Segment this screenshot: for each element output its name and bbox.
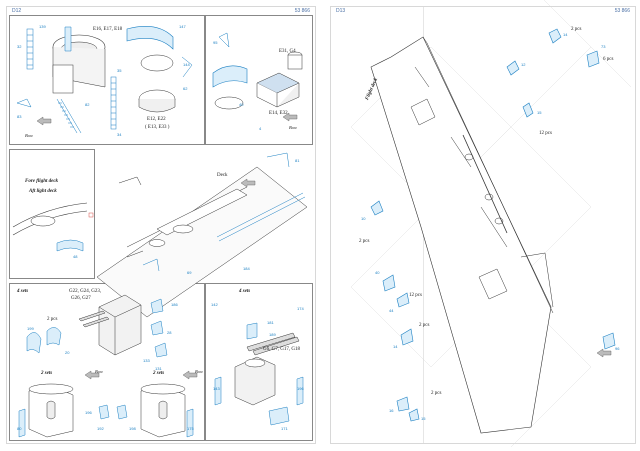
part-number: 82 xyxy=(85,102,90,107)
label-pcs: 6 pcs xyxy=(603,57,614,62)
part-number: 14 xyxy=(393,344,398,349)
part-number: 16 xyxy=(389,408,394,413)
part-number: 15 xyxy=(537,110,542,115)
page-number-left: D12 xyxy=(12,8,22,14)
left-instruction-page: D12 53 866 E16, E17, E18 E12, E22 ( xyxy=(6,6,316,444)
part-number: 181 xyxy=(267,320,274,325)
part-number: 83 xyxy=(17,114,22,119)
part-number: 192 xyxy=(97,426,104,431)
label-4-sets-b: 4 sets xyxy=(239,289,251,294)
part-number: 171 xyxy=(281,426,288,431)
part-number: 198 xyxy=(129,426,136,431)
label-g6: G6, G7, G17, G18 xyxy=(263,347,300,352)
part-number: 28 xyxy=(167,330,172,335)
part-number: 62 xyxy=(183,86,188,91)
kit-number-left: 53 866 xyxy=(294,8,310,14)
secondary-gun-assembly-drawing xyxy=(214,322,304,426)
part-number: 131 xyxy=(155,366,162,371)
bow-label-2: Bow xyxy=(289,125,298,130)
label-pcs: 12 pcs xyxy=(409,293,422,298)
label-g26: G26, G27 xyxy=(71,296,91,301)
gun-turret-assembly-drawing xyxy=(18,294,198,438)
label-pcs: 2 pcs xyxy=(419,323,430,328)
part-number: 174 xyxy=(297,306,304,311)
part-number: 184 xyxy=(243,266,250,271)
top-left-assembly-drawing xyxy=(16,26,193,134)
part-number: 81 xyxy=(295,158,300,163)
part-number: 73 xyxy=(601,44,606,49)
part-number: 96 xyxy=(615,346,620,351)
part-number: 196 xyxy=(297,386,304,391)
right-instruction-page: D13 53 866 xyxy=(330,0,636,448)
part-number: 48 xyxy=(73,254,78,259)
part-number: 147 xyxy=(179,24,186,29)
part-number: 14 xyxy=(563,32,568,37)
part-number: 142 xyxy=(211,302,218,307)
label-fore-flight-deck: Fore flight deck xyxy=(25,179,59,184)
label-e13: ( E13, E33 ) xyxy=(145,125,170,130)
part-number: 199 xyxy=(27,326,34,331)
kit-number-right: 53 866 xyxy=(614,8,630,14)
part-number: 133 xyxy=(143,358,150,363)
part-number: 144 xyxy=(183,62,190,67)
label-e14: E14, E32 xyxy=(269,111,288,116)
page-number-right: D13 xyxy=(336,8,346,14)
bow-label-1: Bow xyxy=(25,133,34,138)
label-pcs: 2 pcs xyxy=(571,27,582,32)
part-number: 189 xyxy=(269,332,276,337)
label-pcs: 12 pcs xyxy=(539,131,552,136)
part-number: 69 xyxy=(187,270,192,275)
part-number: 196 xyxy=(85,410,92,415)
part-number: 12 xyxy=(521,62,526,67)
part-number: 10 xyxy=(361,216,366,221)
part-number: 15 xyxy=(421,416,426,421)
panel-middle-left xyxy=(9,149,95,279)
panel-bottom-right xyxy=(205,283,313,441)
part-number: 32 xyxy=(17,44,22,49)
part-number: 40 xyxy=(239,102,244,107)
top-right-assembly-drawing xyxy=(212,32,303,122)
label-4-sets-a: 4 sets xyxy=(17,289,29,294)
part-number: 4 xyxy=(259,126,262,131)
panel-top-left xyxy=(9,15,205,145)
part-number: 20 xyxy=(65,350,70,355)
label-aft-light-deck: Aft light deck xyxy=(29,189,57,194)
label-2-pcs: 2 pcs xyxy=(47,317,58,322)
label-pcs: 2 pcs xyxy=(431,391,442,396)
label-e31: E31, G4 xyxy=(279,49,296,54)
label-pcs: 2 pcs xyxy=(359,239,370,244)
part-number: 44 xyxy=(389,308,394,313)
flight-deck-detail-drawing xyxy=(12,202,94,252)
part-number: 34 xyxy=(117,132,122,137)
part-number: 186 xyxy=(171,302,178,307)
bow-label-3: Bow xyxy=(95,369,104,374)
part-number: 139 xyxy=(39,24,46,29)
panel-top-right xyxy=(205,15,313,145)
label-2-sets-c: 2 sets xyxy=(41,371,53,376)
part-number: 175 xyxy=(187,426,194,431)
label-2-sets-d: 2 sets xyxy=(153,371,165,376)
label-e12: E12, E22 xyxy=(147,117,166,122)
bow-label-4: Bow xyxy=(195,369,204,374)
part-number: 80 xyxy=(17,426,22,431)
part-number: 35 xyxy=(117,68,122,73)
part-number: 95 xyxy=(213,40,218,45)
label-e16: E16, E17, E18 xyxy=(93,27,123,32)
part-number: 40 xyxy=(375,270,380,275)
flight-deck-drawing xyxy=(350,0,632,448)
label-deck: Deck xyxy=(217,173,228,178)
part-number: 143 xyxy=(213,386,220,391)
label-g22: G22, G24, G23, xyxy=(69,289,102,294)
